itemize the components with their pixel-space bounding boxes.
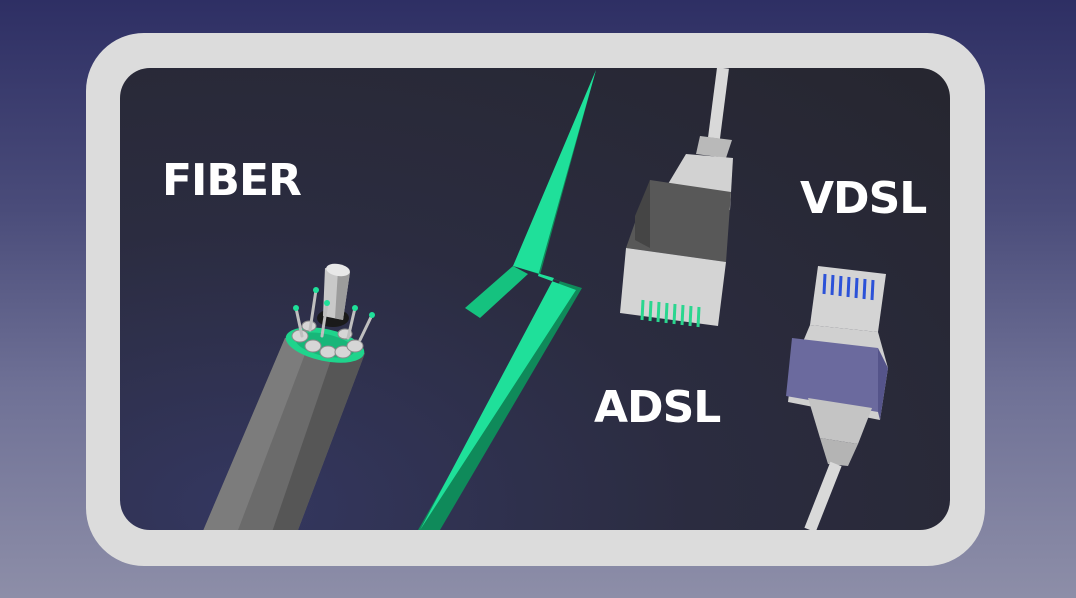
- fiber-label: FIBER: [162, 155, 302, 206]
- illustration-screen: FIBER VDSL ADSL: [120, 68, 950, 530]
- vdsl-label: VDSL: [800, 173, 927, 224]
- illustration-canvas: [203, 68, 888, 530]
- lightning-bolt-icon: [418, 70, 596, 530]
- fiber-optic-cable-icon: [203, 263, 375, 530]
- adsl-connector-icon: [620, 68, 733, 328]
- adsl-label: ADSL: [594, 382, 721, 433]
- vdsl-connector-icon: [786, 266, 888, 530]
